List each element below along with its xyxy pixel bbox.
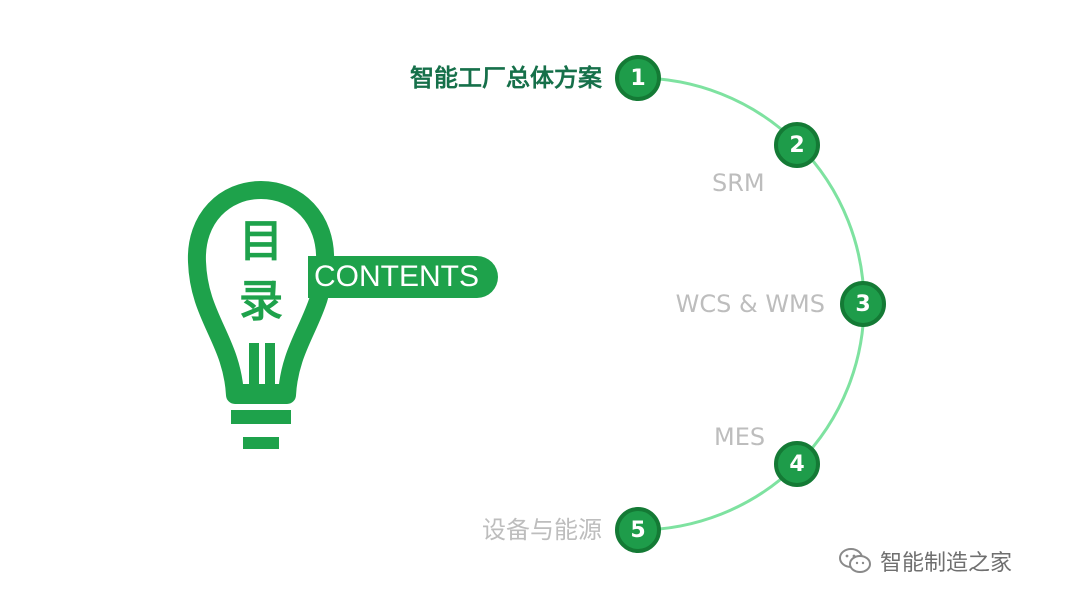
toc-item-1-label[interactable]: 智能工厂总体方案	[410, 64, 602, 92]
toc-item-4-label[interactable]: MES	[714, 423, 766, 451]
title-char-2: 录	[239, 276, 283, 327]
badge-4[interactable]: 4	[774, 441, 820, 487]
contents-label: CONTENTS	[308, 256, 498, 298]
badge-1[interactable]: 1	[615, 55, 661, 101]
badge-3[interactable]: 3	[840, 281, 886, 327]
title-char-1: 目	[239, 216, 283, 267]
badge-2[interactable]: 2	[774, 122, 820, 168]
watermark-text: 智能制造之家	[880, 551, 1013, 576]
badge-5[interactable]: 5	[615, 507, 661, 553]
toc-item-3-label[interactable]: WCS & WMS	[675, 290, 825, 318]
toc-item-5-label[interactable]: 设备与能源	[482, 516, 602, 544]
wechat-icon	[839, 548, 871, 573]
watermark: 智能制造之家	[838, 545, 1012, 577]
toc-item-2-label[interactable]: SRM	[712, 169, 765, 197]
